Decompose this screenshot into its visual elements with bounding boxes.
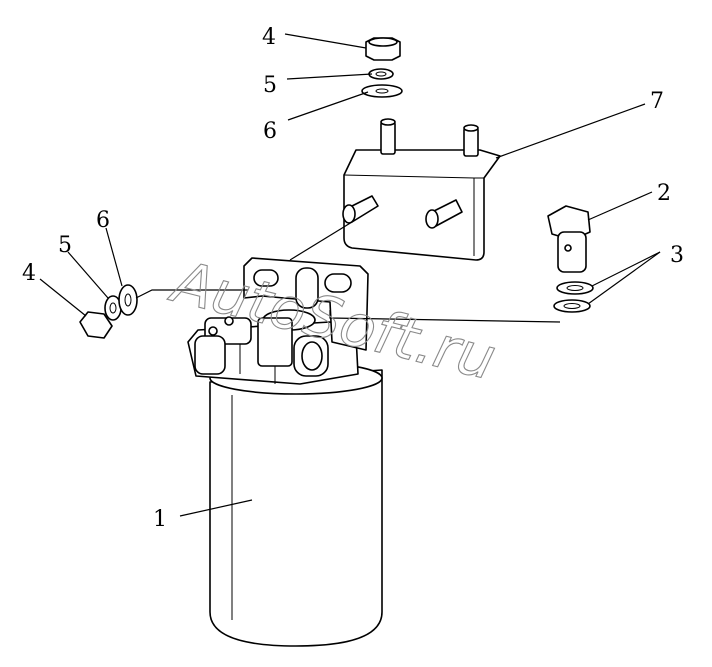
callout-5-top: 5 (263, 73, 277, 98)
head-mounting-plate (243, 257, 369, 351)
callout-2: 2 (657, 181, 671, 206)
callout-1: 1 (153, 507, 167, 532)
callout-6-left: 6 (96, 208, 110, 233)
mounting-bracket (342, 118, 501, 261)
callout-5-left: 5 (58, 233, 72, 258)
callout-3: 3 (670, 243, 684, 268)
callout-4-top: 4 (262, 25, 276, 50)
banjo-bolt (547, 205, 594, 313)
leader-lines (39, 33, 661, 517)
left-fasteners (79, 284, 138, 339)
filter-head (187, 309, 359, 385)
assembly-lines (135, 221, 561, 323)
callout-4-left: 4 (22, 261, 36, 286)
callout-7: 7 (650, 89, 664, 114)
callout-6-top: 6 (263, 119, 277, 144)
top-fasteners (361, 37, 403, 98)
